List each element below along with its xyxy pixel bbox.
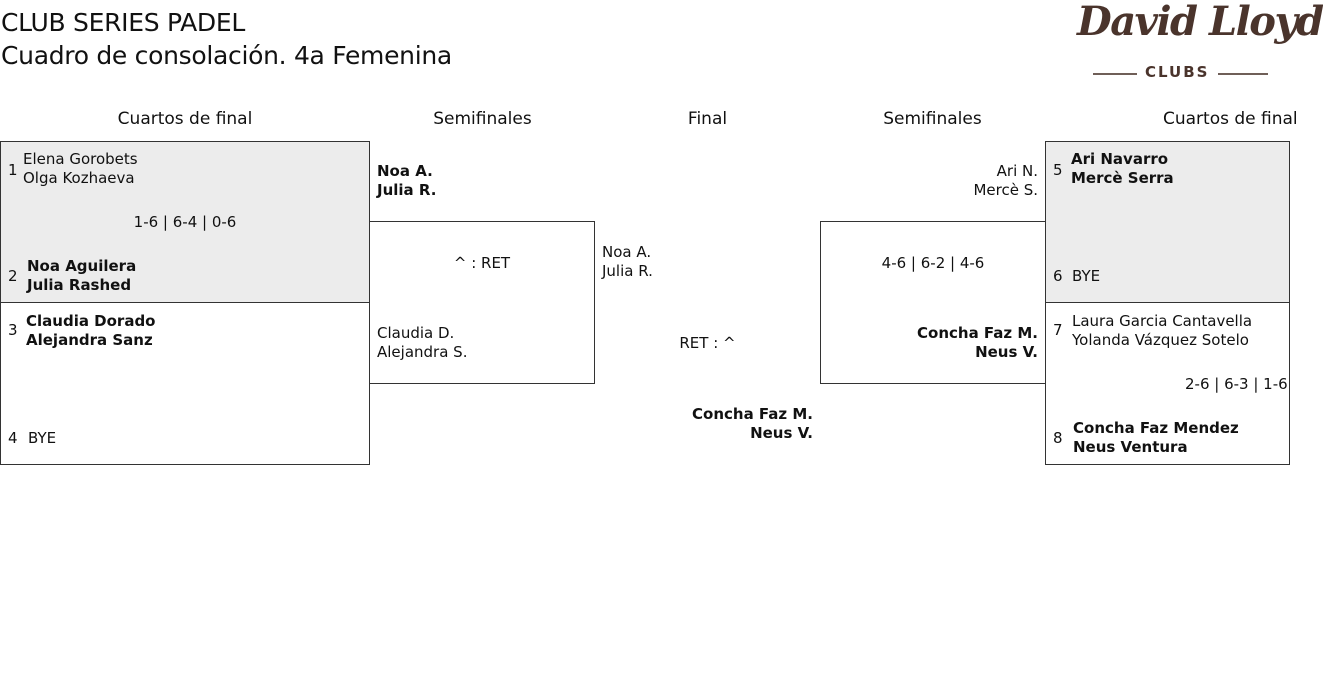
left-qf-match-1: 1 Elena Gorobets Olga Kozhaeva 1-6 | 6-4… (0, 141, 370, 303)
left-sf-match: ^ : RET Claudia D. Alejandra S. (369, 221, 595, 384)
player-name: BYE (1072, 267, 1101, 285)
page-title: CLUB SERIES PADEL (1, 8, 246, 37)
player-name: Elena Gorobets (23, 150, 138, 168)
left-sf-player: Julia R. (377, 181, 437, 199)
final-player-winner: Concha Faz M. (692, 405, 813, 423)
match-score: ^ : RET (453, 254, 511, 272)
seed-number: 1 (8, 161, 18, 179)
logo-line-right (1218, 73, 1268, 75)
player-name-winner: Noa Aguilera (27, 257, 137, 275)
player-name-winner: Mercè Serra (1071, 169, 1174, 187)
round-heading-final: Final (687, 109, 728, 129)
player-name-winner: Neus Ventura (1073, 438, 1188, 456)
player-name-winner: Ari Navarro (1071, 150, 1169, 168)
right-sf-player: Ari N. (996, 162, 1038, 180)
round-heading-right-sf: Semifinales (883, 109, 982, 129)
match-score: 1-6 | 6-4 | 0-6 (133, 213, 237, 231)
logo-script: David Lloyd (1077, 0, 1323, 45)
match-score: 4-6 | 6-2 | 4-6 (881, 254, 985, 272)
player-name: BYE (28, 429, 57, 447)
right-sf-player: Mercè S. (973, 181, 1038, 199)
player-name-winner: Concha Faz M. (917, 324, 1038, 342)
seed-number: 2 (8, 267, 18, 285)
seed-number: 3 (8, 321, 18, 339)
player-name-winner: Neus V. (975, 343, 1038, 361)
final-score: RET : ^ (679, 334, 736, 352)
seed-number: 4 (8, 429, 18, 447)
logo-line-left (1093, 73, 1137, 75)
right-qf-match-1: 5 Ari Navarro Mercè Serra 6 BYE (1045, 141, 1290, 303)
player-name: Olga Kozhaeva (23, 169, 135, 187)
logo-clubs: CLUBS (1145, 63, 1210, 81)
final-player: Julia R. (602, 262, 653, 280)
player-name-winner: Concha Faz Mendez (1073, 419, 1239, 437)
round-heading-left-qf: Cuartos de final (117, 109, 253, 129)
player-name: Alejandra S. (377, 343, 468, 361)
right-qf-match-2: 7 Laura Garcia Cantavella Yolanda Vázque… (1045, 302, 1290, 465)
match-score: 2-6 | 6-3 | 1-6 (1185, 375, 1288, 393)
final-player: Noa A. (602, 243, 652, 261)
right-sf-match: 4-6 | 6-2 | 4-6 Concha Faz M. Neus V. (820, 221, 1046, 384)
left-qf-match-2: 3 Claudia Dorado Alejandra Sanz 4 BYE (0, 302, 370, 465)
seed-number: 8 (1053, 429, 1063, 447)
player-name: Laura Garcia Cantavella (1072, 312, 1253, 330)
seed-number: 6 (1053, 267, 1063, 285)
david-lloyd-logo: David Lloyd CLUBS (1075, 0, 1323, 90)
player-name-winner: Alejandra Sanz (26, 331, 153, 349)
round-heading-right-qf: Cuartos de final (1163, 109, 1298, 129)
player-name: Yolanda Vázquez Sotelo (1072, 331, 1249, 349)
round-heading-left-sf: Semifinales (433, 109, 532, 129)
player-name-winner: Julia Rashed (27, 276, 132, 294)
seed-number: 5 (1053, 161, 1063, 179)
left-sf-player: Noa A. (377, 162, 433, 180)
seed-number: 7 (1053, 321, 1063, 339)
player-name-winner: Claudia Dorado (26, 312, 156, 330)
player-name: Claudia D. (377, 324, 455, 342)
final-player-winner: Neus V. (750, 424, 813, 442)
page-subtitle: Cuadro de consolación. 4a Femenina (1, 41, 452, 70)
